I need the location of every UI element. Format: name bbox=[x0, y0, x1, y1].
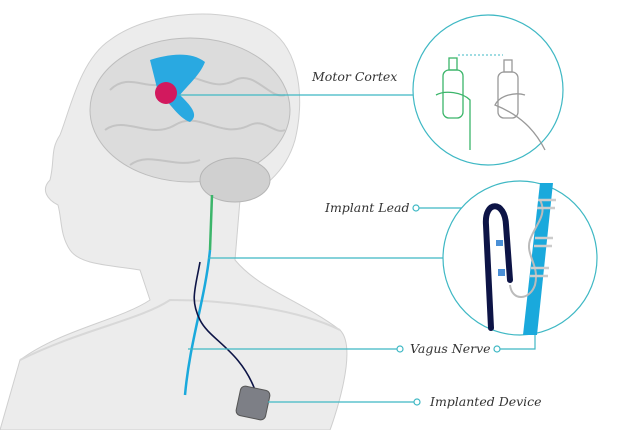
hand-gray bbox=[494, 93, 546, 151]
hand-green bbox=[435, 91, 471, 150]
label-motor-cortex: Motor Cortex bbox=[312, 69, 398, 84]
vagus-nerve bbox=[183, 249, 212, 396]
motor-cortex-highlight bbox=[155, 82, 177, 104]
implant-lead bbox=[193, 261, 256, 391]
bottle-transfer-inset bbox=[435, 54, 546, 151]
spinal-cord bbox=[208, 194, 214, 251]
nerve-closeup bbox=[523, 183, 553, 335]
label-vagus-nerve: Vagus Nerve bbox=[410, 341, 491, 356]
label-implanted-device: Implanted Device bbox=[430, 394, 542, 409]
cortex-area bbox=[150, 54, 205, 122]
implanted-device bbox=[235, 385, 271, 421]
lead-nerve-inset bbox=[482, 183, 556, 335]
cerebellum bbox=[199, 157, 271, 203]
lead-closeup bbox=[482, 203, 513, 331]
brain bbox=[89, 37, 291, 203]
label-implant-lead: Implant Lead bbox=[325, 200, 410, 215]
callout-lines bbox=[178, 14, 598, 406]
